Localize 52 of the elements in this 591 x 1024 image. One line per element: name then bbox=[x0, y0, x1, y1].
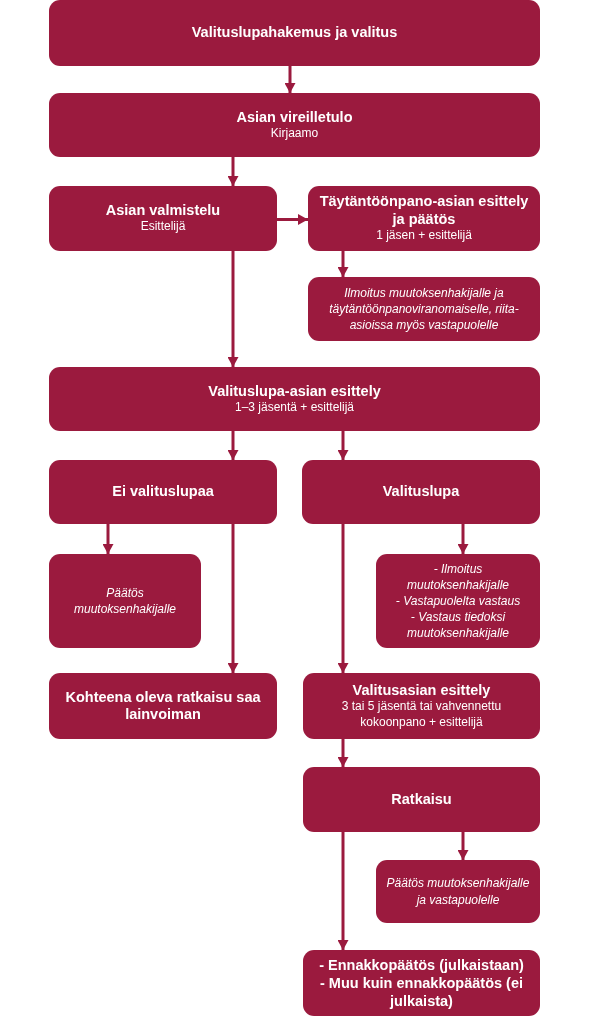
list-item: - Ilmoitus muutoksenhakijalle bbox=[405, 560, 511, 593]
list-item: - Vastapuolelta vastaus bbox=[395, 592, 521, 610]
arrow bbox=[337, 832, 349, 950]
process-box bbox=[303, 950, 540, 1016]
process-box bbox=[49, 673, 277, 739]
step-detail: Esittelijä bbox=[140, 219, 186, 235]
step-detail: Kirjaamo bbox=[270, 125, 319, 142]
arrow bbox=[457, 524, 469, 554]
step-title: Valituslupahakemus ja valitus bbox=[191, 24, 398, 42]
step-title: Asian vireilletulo bbox=[236, 108, 353, 126]
process-box bbox=[49, 93, 540, 157]
arrow bbox=[277, 214, 308, 225]
note-box bbox=[308, 277, 540, 341]
arrow bbox=[457, 832, 469, 860]
process-box bbox=[302, 460, 540, 524]
list-item: - Muu kuin ennakkopäätös (ei julkaista) bbox=[319, 973, 524, 1011]
process-box bbox=[49, 0, 540, 66]
process-box bbox=[49, 367, 540, 431]
process-box bbox=[308, 186, 540, 251]
process-box bbox=[303, 767, 540, 832]
step-detail: 3 tai 5 jäsentä tai vahvennettu kokoonpano + esittelijä bbox=[340, 699, 503, 731]
arrow bbox=[227, 524, 239, 673]
process-box bbox=[49, 460, 277, 524]
step-title: Täytäntöönpano-asian esittely ja päätös bbox=[318, 193, 530, 229]
list-item: - Vastaus tiedoksi muutoksenhakijalle bbox=[405, 609, 511, 642]
arrow bbox=[284, 66, 296, 93]
arrow bbox=[227, 431, 239, 460]
step-title: Valitusasian esittely bbox=[352, 681, 491, 700]
note-text: Ilmoitus muutoksenhakijalle ja täytäntöönpanoviranomaiselle, riita-asioissa myös vastapuolelle bbox=[328, 284, 520, 334]
arrow bbox=[227, 157, 239, 186]
step-title: Kohteena oleva ratkaisu saa lainvoiman bbox=[64, 688, 262, 724]
arrow bbox=[102, 524, 114, 554]
step-detail: 1 jäsen + esittelijä bbox=[376, 228, 472, 244]
arrow bbox=[337, 524, 349, 673]
arrow bbox=[337, 431, 349, 460]
step-detail: 1–3 jäsentä + esittelijä bbox=[234, 399, 355, 416]
note-box bbox=[376, 554, 540, 648]
arrow bbox=[337, 251, 349, 277]
step-title: Ratkaisu bbox=[391, 790, 452, 809]
list-item: - Ennakkopäätös (julkaistaan) bbox=[319, 955, 524, 974]
process-box bbox=[303, 673, 540, 739]
step-title: Valituslupa bbox=[382, 483, 460, 501]
step-title: Valituslupa-asian esittely bbox=[208, 382, 381, 400]
arrow bbox=[337, 739, 349, 767]
step-title: Ei valituslupaa bbox=[112, 483, 214, 501]
arrow bbox=[227, 251, 239, 367]
note-box bbox=[376, 860, 540, 923]
step-title: Asian valmistelu bbox=[105, 202, 221, 220]
note-box bbox=[49, 554, 201, 648]
note-text: Päätös muutoksenhakijalle bbox=[72, 584, 178, 618]
process-box bbox=[49, 186, 277, 251]
note-text: Päätös muutoksenhakijalle ja vastapuolelle bbox=[385, 875, 531, 908]
